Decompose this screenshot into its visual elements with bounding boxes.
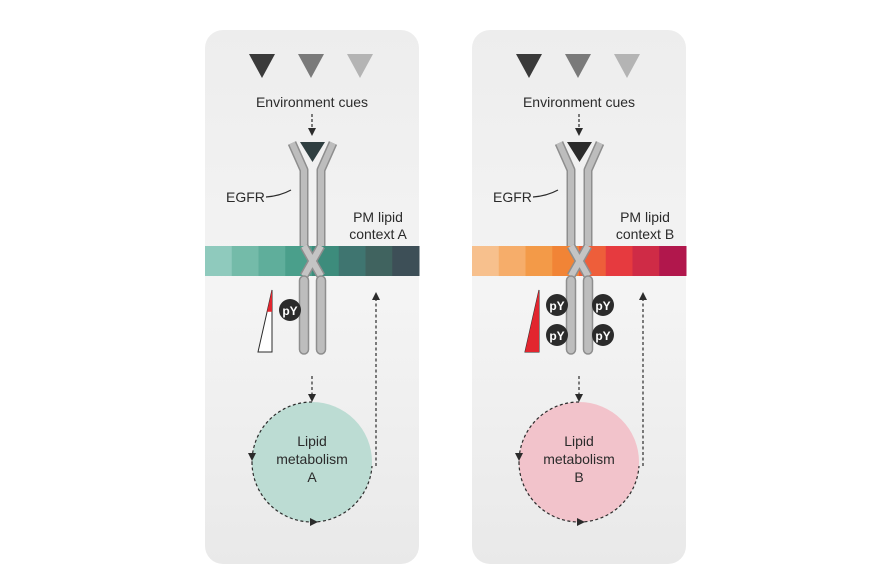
egfr-leader-line [532,189,559,198]
phospho-badge-label: pY [595,299,610,313]
membrane-segment [525,246,553,276]
phospho-badge-label: pY [282,304,297,318]
cue-triangle-medium [298,54,324,78]
phospho-badge-label: pY [549,329,564,343]
phospho-tyrosine-group: pY [279,299,301,321]
receptor-tail-left [298,275,310,355]
membrane-segment [205,246,233,276]
bound-ligand [567,142,592,162]
lipid-metabolism-label-line2: metabolism [543,451,615,467]
phospho-badge-label: pY [595,329,610,343]
receptor-tail-right [315,275,327,355]
cue-triangle-dark [249,54,275,78]
egfr-leader-line [265,189,292,198]
signal-wedge-fill [267,290,272,312]
lipid-metabolism-label-line3: A [307,469,317,485]
egfr-transmembrane [298,243,327,355]
signal-wedge-outline [257,289,273,353]
panel-a: Environment cues EGFR PM lipid [205,30,420,564]
receptor-tail-right [582,275,594,355]
phospho-tyrosine-group: pY pY pY pY [546,294,614,346]
panel-a-background [205,30,419,564]
feedback-loop-arrows [248,292,380,526]
cue-triangle-dark [516,54,542,78]
membrane-segment [472,246,500,276]
panel-b-membrane [472,246,687,276]
feedback-loop-arrows [515,292,647,526]
lipid-metabolism-label-line2: metabolism [276,451,348,467]
lipid-metabolism-label-line1: Lipid [297,433,327,449]
pm-lipid-label-line1: PM lipid [620,209,670,225]
membrane-segment [632,246,660,276]
pm-lipid-label-line2: context A [349,226,407,242]
membrane-segment [365,246,393,276]
membrane-segment [258,246,286,276]
lipid-metabolism-label-line1: Lipid [564,433,594,449]
environment-cues-label: Environment cues [523,94,635,110]
panel-b-background [472,30,686,564]
receptor-tail-left [565,275,577,355]
pm-lipid-label-line2: context B [616,226,674,242]
membrane-segment [498,246,526,276]
environment-cues-label: Environment cues [256,94,368,110]
lipid-metabolism-circle [252,402,372,522]
signal-strength-wedge [257,289,273,353]
phospho-badge [592,324,614,346]
phospho-badge [546,294,568,316]
membrane-segment [231,246,259,276]
lipid-metabolism-label-line3: B [574,469,583,485]
membrane-segment [392,246,420,276]
membrane-segment [659,246,687,276]
membrane-segment [605,246,633,276]
phospho-badge-label: pY [549,299,564,313]
pm-lipid-label-line1: PM lipid [353,209,403,225]
cue-triangle-light [614,54,640,78]
egfr-label: EGFR [226,189,265,205]
egfr-transmembrane [565,243,594,355]
phospho-badge [279,299,301,321]
egfr-receptor [287,141,338,246]
lipid-metabolism-circle [519,402,639,522]
bound-ligand [300,142,325,162]
egfr-label: EGFR [493,189,532,205]
signal-wedge-fill [525,290,539,352]
panel-a-cues [249,54,373,78]
egfr-receptor [554,141,605,246]
panel-b-cues [516,54,640,78]
phospho-badge [592,294,614,316]
cue-triangle-light [347,54,373,78]
panel-b: Environment cues EGFR PM lipid context B… [472,30,687,564]
membrane-segment [338,246,366,276]
phospho-badge [546,324,568,346]
signal-strength-wedge [524,289,540,353]
cue-triangle-medium [565,54,591,78]
